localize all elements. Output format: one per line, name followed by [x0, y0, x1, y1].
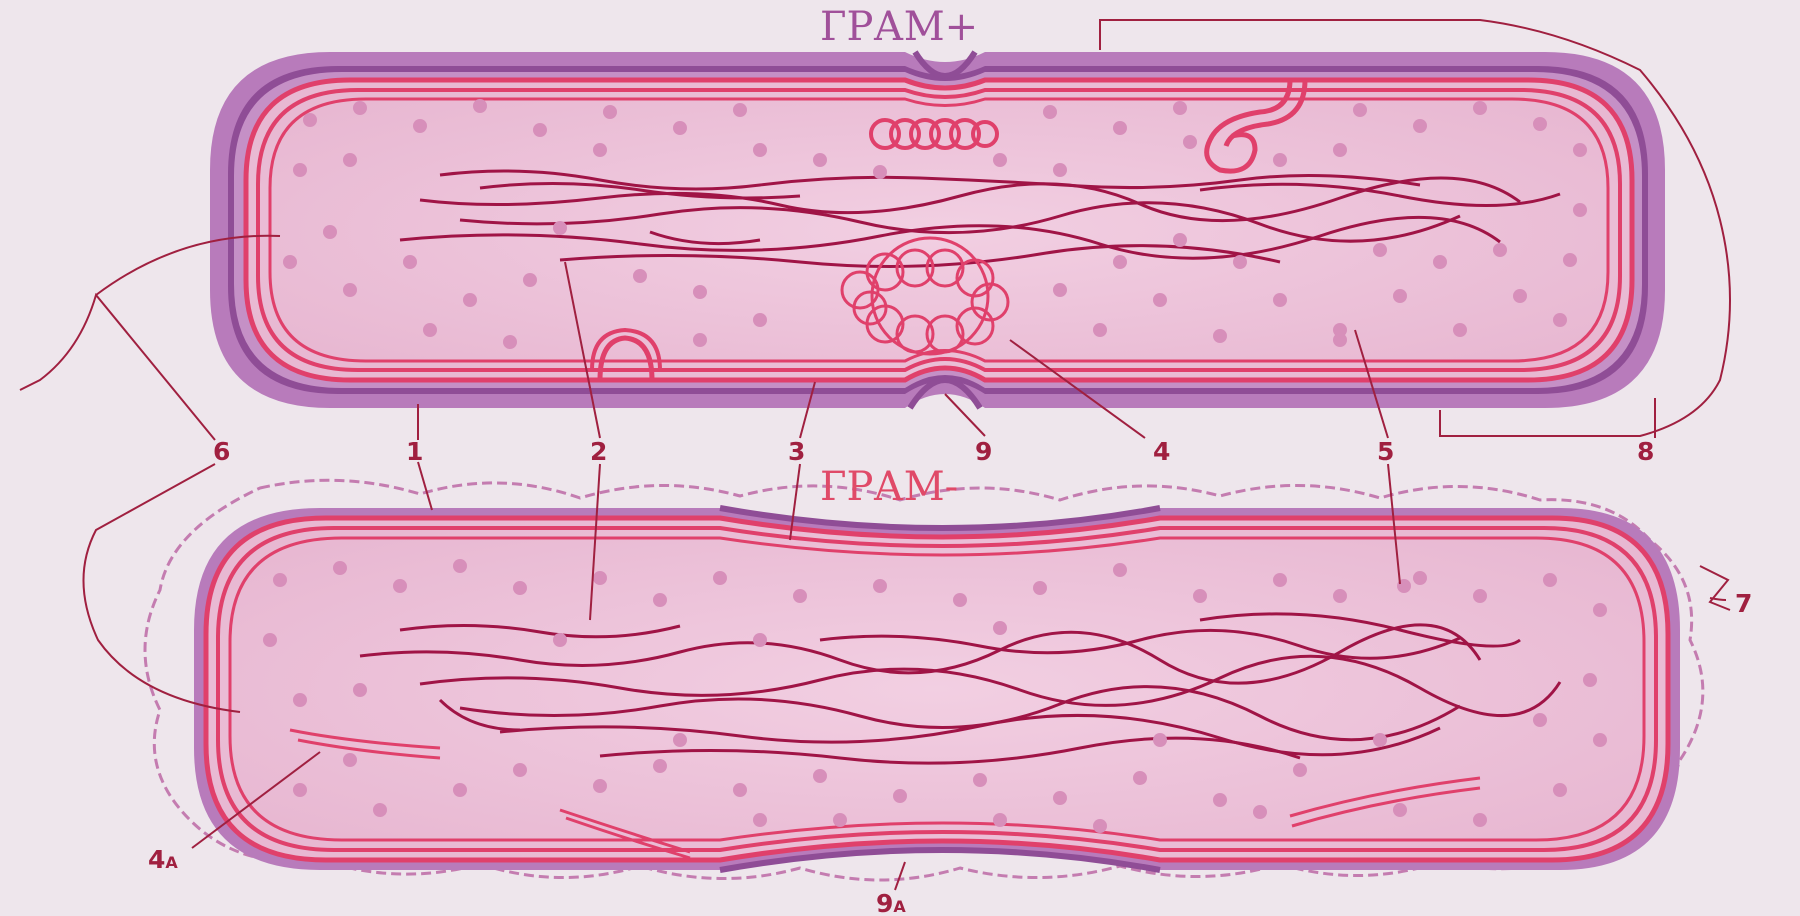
label-9a-suffix: А: [893, 897, 906, 916]
label-9a: 9А: [876, 889, 906, 916]
gram-positive-label: ГРАМ+: [820, 4, 978, 50]
label-9: 9: [975, 437, 992, 466]
label-4a-number: 4: [148, 845, 165, 874]
gram-negative-wall-surface: [206, 518, 1668, 860]
label-9a-number: 9: [876, 889, 893, 916]
label-4: 4: [1153, 437, 1170, 466]
label-4a: 4А: [148, 845, 178, 874]
label-7: 7: [1735, 589, 1752, 618]
gram-negative-cell: [145, 480, 1703, 880]
label-6: 6: [213, 437, 230, 466]
label-4a-suffix: А: [165, 853, 178, 872]
label-2: 2: [590, 437, 607, 466]
gram-positive-cell: [210, 52, 1665, 408]
label-3: 3: [788, 437, 805, 466]
label-1: 1: [406, 437, 423, 466]
gram-negative-label: ГРАМ-: [820, 464, 958, 510]
label-5: 5: [1377, 437, 1394, 466]
label-8: 8: [1637, 437, 1654, 466]
